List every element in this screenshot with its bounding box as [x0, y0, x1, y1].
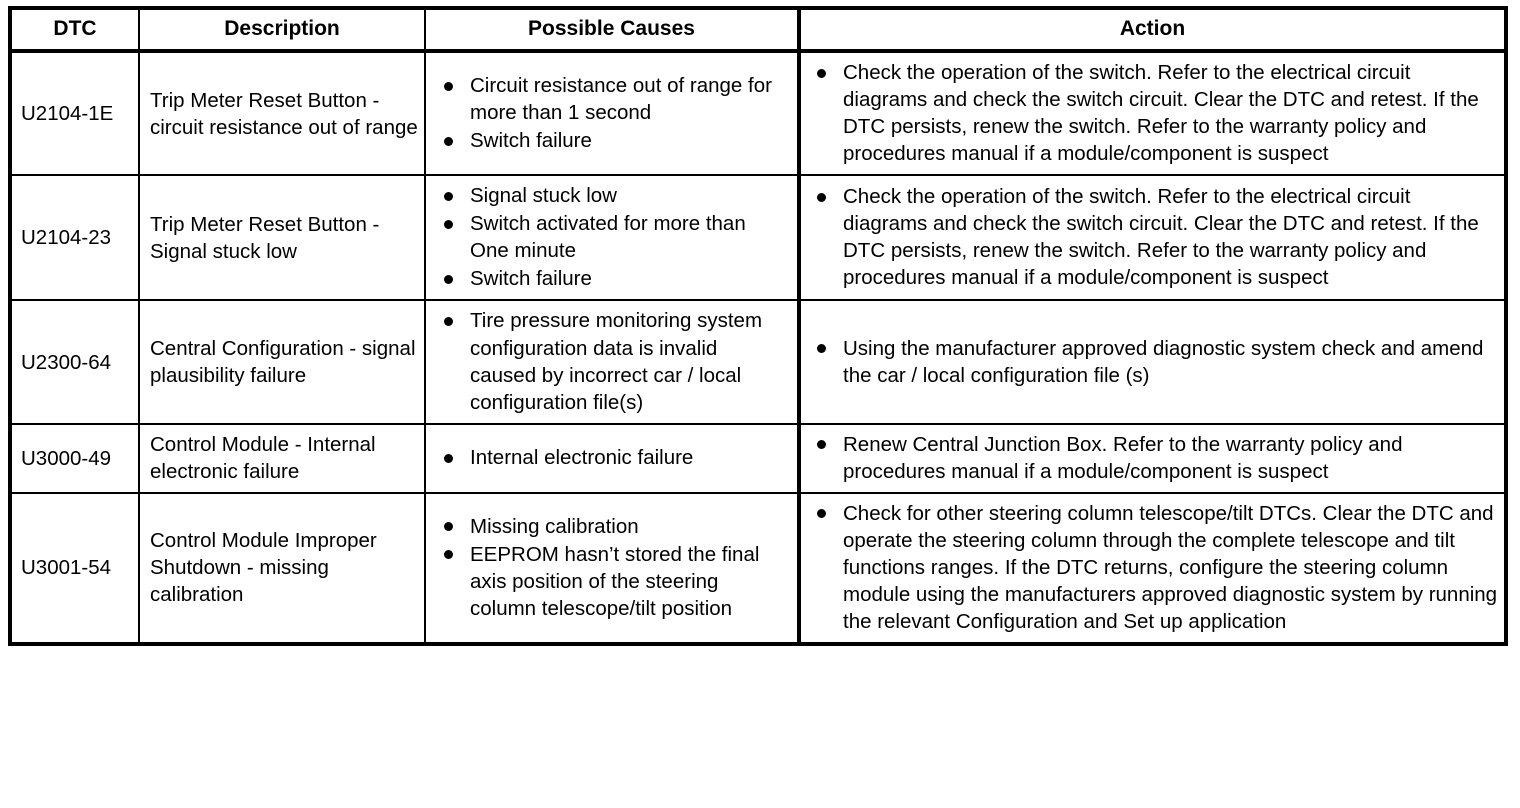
list-item: Tire pressure monitoring system configur… — [436, 307, 789, 415]
cell-dtc-code: U3000-49 — [10, 423, 140, 494]
list-item-text: Tire pressure monitoring system configur… — [470, 309, 763, 414]
bullet-icon — [817, 192, 826, 202]
list-item: EEPROM hasn’t stored the final axis posi… — [436, 541, 789, 622]
list-item: Check for other steering column telescop… — [811, 500, 1498, 635]
cell-dtc-code: U3001-54 — [10, 492, 140, 644]
bullet-icon — [817, 509, 826, 519]
causes-list: Internal electronic failure — [436, 444, 789, 471]
list-item-text: Internal electronic failure — [470, 446, 694, 470]
bullet-icon — [444, 274, 453, 284]
list-item-text: Using the manufacturer approved diagnost… — [843, 336, 1484, 387]
list-item: Check the operation of the switch. Refer… — [811, 183, 1498, 291]
list-item-text: Renew Central Junction Box. Refer to the… — [843, 432, 1403, 483]
table-row: U2104-23 Trip Meter Reset Button - Signa… — [10, 175, 1506, 302]
cell-dtc-code: U2104-1E — [10, 51, 140, 177]
cell-dtc-code: U2104-23 — [10, 175, 140, 302]
cell-description: Central Configuration - signal plausibil… — [139, 300, 426, 425]
cell-action: Renew Central Junction Box. Refer to the… — [799, 423, 1506, 494]
list-item: Missing calibration — [436, 513, 789, 540]
header-row: DTC Description Possible Causes Action — [10, 8, 1506, 54]
bullet-icon — [444, 550, 453, 560]
column-header-action: Action — [799, 8, 1506, 54]
bullet-icon — [444, 453, 453, 463]
list-item: Switch activated for more than One minut… — [436, 210, 789, 264]
causes-list: Circuit resistance out of range for more… — [436, 72, 789, 154]
column-header-description: Description — [139, 8, 426, 54]
cell-possible-causes: Missing calibration EEPROM hasn’t stored… — [425, 492, 801, 644]
table-row: U2104-1E Trip Meter Reset Button - circu… — [10, 51, 1506, 177]
cell-possible-causes: Internal electronic failure — [425, 423, 801, 494]
cell-possible-causes: Signal stuck low Switch activated for mo… — [425, 175, 801, 302]
table-row: U2300-64 Central Configuration - signal … — [10, 300, 1506, 425]
column-header-dtc: DTC — [10, 8, 140, 54]
causes-list: Missing calibration EEPROM hasn’t stored… — [436, 513, 789, 622]
dtc-diagnostic-table: DTC Description Possible Causes Action U… — [8, 6, 1508, 646]
cell-dtc-code: U2300-64 — [10, 300, 140, 425]
list-item-text: EEPROM hasn’t stored the final axis posi… — [470, 542, 760, 620]
cell-description: Trip Meter Reset Button - circuit resist… — [139, 51, 426, 177]
bullet-icon — [817, 343, 826, 353]
list-item: Renew Central Junction Box. Refer to the… — [811, 431, 1498, 485]
bullet-icon — [444, 522, 453, 532]
list-item-text: Switch failure — [470, 267, 592, 291]
bullet-icon — [444, 219, 453, 229]
list-item-text: Check the operation of the switch. Refer… — [843, 185, 1479, 290]
list-item: Check the operation of the switch. Refer… — [811, 59, 1498, 167]
list-item: Signal stuck low — [436, 182, 789, 209]
actions-list: Using the manufacturer approved diagnost… — [811, 335, 1498, 389]
actions-list: Renew Central Junction Box. Refer to the… — [811, 431, 1498, 485]
actions-list: Check for other steering column telescop… — [811, 500, 1498, 635]
cell-action: Check the operation of the switch. Refer… — [799, 175, 1506, 302]
causes-list: Tire pressure monitoring system configur… — [436, 307, 789, 415]
list-item-text: Circuit resistance out of range for more… — [470, 74, 772, 125]
list-item: Circuit resistance out of range for more… — [436, 72, 789, 126]
list-item-text: Signal stuck low — [470, 184, 617, 208]
cell-action: Check for other steering column telescop… — [799, 493, 1506, 644]
cell-description: Control Module - Internal electronic fai… — [139, 423, 426, 494]
bullet-icon — [444, 316, 453, 326]
table-header: DTC Description Possible Causes Action — [10, 8, 1506, 54]
cell-description: Trip Meter Reset Button - Signal stuck l… — [139, 175, 426, 302]
cell-description: Control Module Improper Shutdown - missi… — [139, 492, 426, 644]
table-body: U2104-1E Trip Meter Reset Button - circu… — [10, 51, 1506, 644]
bullet-icon — [444, 81, 453, 91]
causes-list: Signal stuck low Switch activated for mo… — [436, 182, 789, 292]
actions-list: Check the operation of the switch. Refer… — [811, 183, 1498, 291]
list-item: Using the manufacturer approved diagnost… — [811, 335, 1498, 389]
list-item: Switch failure — [436, 265, 789, 292]
cell-action: Check the operation of the switch. Refer… — [799, 51, 1506, 177]
bullet-icon — [444, 191, 453, 201]
column-header-possible-causes: Possible Causes — [425, 8, 801, 54]
list-item: Switch failure — [436, 127, 789, 154]
list-item: Internal electronic failure — [436, 444, 789, 471]
table-row: U3001-54 Control Module Improper Shutdow… — [10, 492, 1506, 644]
list-item-text: Check for other steering column telescop… — [843, 501, 1498, 633]
cell-possible-causes: Circuit resistance out of range for more… — [425, 51, 801, 177]
cell-possible-causes: Tire pressure monitoring system configur… — [425, 300, 801, 425]
list-item-text: Missing calibration — [470, 514, 639, 538]
list-item-text: Check the operation of the switch. Refer… — [843, 61, 1479, 166]
list-item-text: Switch activated for more than One minut… — [470, 212, 746, 263]
cell-action: Using the manufacturer approved diagnost… — [799, 300, 1506, 425]
bullet-icon — [817, 68, 826, 78]
list-item-text: Switch failure — [470, 129, 592, 153]
table-row: U3000-49 Control Module - Internal elect… — [10, 423, 1506, 494]
bullet-icon — [444, 136, 453, 146]
bullet-icon — [817, 440, 826, 450]
actions-list: Check the operation of the switch. Refer… — [811, 59, 1498, 167]
